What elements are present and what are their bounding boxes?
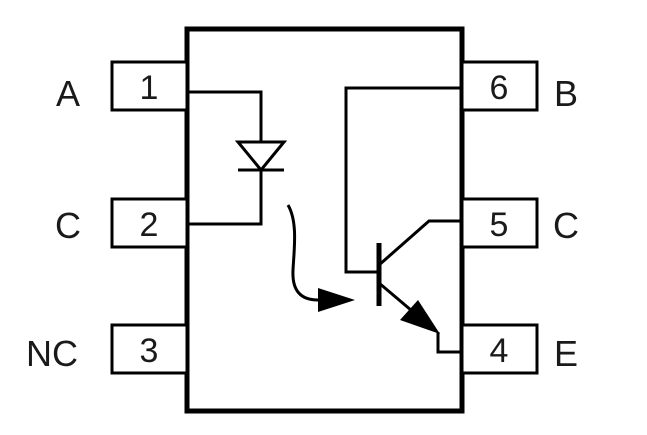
light-arrow-curve: [286, 204, 319, 302]
pin-1: 1 A: [56, 60, 189, 114]
pin-6-label: B: [554, 73, 578, 114]
collector-wire: [378, 219, 462, 267]
led-symbol: [187, 90, 288, 226]
phototransistor-symbol: [344, 86, 462, 354]
pin-6-number: 6: [490, 69, 509, 107]
pin-2: 2 C: [55, 197, 189, 249]
pin-3-number: 3: [140, 332, 159, 370]
pin-5-number: 5: [490, 206, 509, 244]
pin-5-label: C: [553, 205, 579, 246]
light-arrowhead: [318, 288, 355, 312]
pin-2-box: [110, 197, 189, 249]
pin-4-box: [460, 323, 539, 375]
pin-1-box: [110, 60, 189, 112]
pin-4-label: E: [554, 333, 578, 374]
pin-2-number: 2: [140, 206, 159, 244]
pin-1-label: A: [56, 73, 80, 114]
pin-3-label: NC: [26, 333, 78, 374]
emitter-arrowhead: [400, 300, 440, 334]
pin-5: 5 C: [460, 197, 579, 249]
ic-package-body: [184, 26, 465, 414]
pin-6-box: [460, 60, 539, 112]
anode-wire: [187, 90, 263, 142]
pin-4: 4 E: [460, 323, 578, 375]
base-wire: [344, 86, 462, 274]
pin-5-box: [460, 197, 539, 249]
pin-2-label: C: [55, 205, 81, 246]
emitter-wire: [436, 332, 462, 354]
cathode-wire: [187, 170, 263, 226]
led-triangle: [234, 140, 288, 173]
pin-6: 6 B: [460, 60, 578, 114]
pin-4-number: 4: [490, 332, 509, 370]
pin-1-number: 1: [140, 69, 159, 107]
pin-3: 3 NC: [26, 323, 189, 375]
pin-3-box: [110, 323, 189, 375]
light-arrow: [286, 204, 355, 312]
